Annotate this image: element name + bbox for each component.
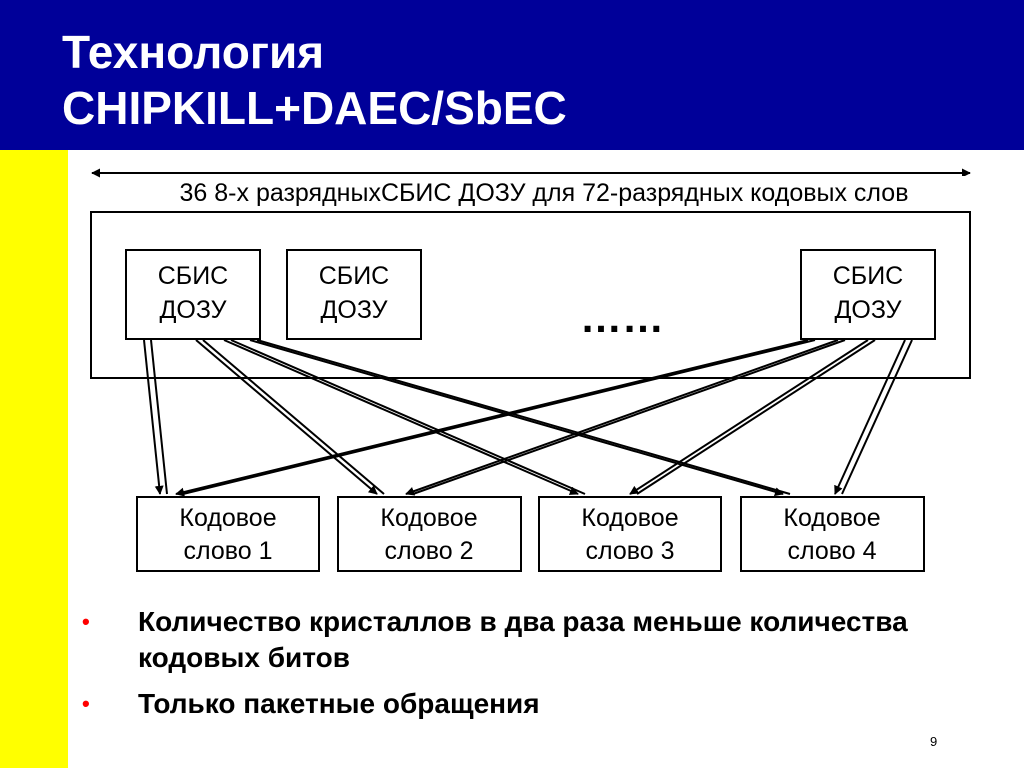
chip-1-line-2: ДОЗУ (159, 296, 226, 324)
title-bar: Технология CHIPKILL+DAEC/SbEC (0, 0, 1024, 150)
arrow-chip3-to-word4 (834, 339, 913, 495)
chip-box-1: СБИС ДОЗУ (125, 249, 261, 340)
arrow-chip1-to-word3 (223, 339, 586, 495)
codeword-1-line-2: слово 1 (183, 537, 272, 565)
arrow-chip1-to-word1 (143, 339, 168, 495)
codeword-box-2: Кодовое слово 2 (337, 496, 522, 572)
chip-box-3: СБИС ДОЗУ (800, 249, 936, 340)
codeword-1-line-1: Кодовое (179, 504, 276, 532)
bullet-list: • Количество кристаллов в два раза меньш… (78, 604, 958, 732)
chipkill-diagram: 36 8-х разрядныхСБИС ДОЗУ для 72-разрядн… (90, 168, 971, 572)
arrow-chip3-to-word1 (175, 339, 816, 497)
bullet-marker-2: • (82, 691, 90, 716)
codeword-4-line-2: слово 4 (787, 537, 876, 565)
slide-title-line-2: CHIPKILL+DAEC/SbEC (62, 82, 567, 134)
chip-1-line-1: СБИС (158, 262, 228, 290)
bullet-item-2: • Только пакетные обращения (78, 686, 958, 722)
left-accent-stripe (0, 150, 68, 768)
codeword-3-line-2: слово 3 (585, 537, 674, 565)
arrow-chip3-to-word3 (629, 339, 876, 495)
memory-module (90, 211, 971, 379)
codeword-4-line-1: Кодовое (783, 504, 880, 532)
bullet-marker-1: • (82, 609, 90, 634)
codeword-2-line-1: Кодовое (380, 504, 477, 532)
bullet-item-1: • Количество кристаллов в два раза меньш… (78, 604, 958, 676)
codeword-box-4: Кодовое слово 4 (740, 496, 925, 572)
slide-number: 9 (930, 734, 938, 749)
slide-title-line-1: Технология (62, 26, 325, 78)
chip-3-line-2: ДОЗУ (834, 296, 901, 324)
codeword-box-1: Кодовое слово 1 (136, 496, 320, 572)
chip-box-2: СБИС ДОЗУ (286, 249, 422, 340)
span-caption-bg (118, 176, 970, 208)
connection-arrows (143, 339, 913, 497)
arrow-chip1-to-word2 (195, 339, 385, 495)
arrow-chip3-to-word2 (405, 339, 846, 496)
span-caption: 36 8-х разрядныхСБИС ДОЗУ для 72-разрядн… (180, 179, 909, 207)
codeword-3-line-1: Кодовое (581, 504, 678, 532)
codeword-box-3: Кодовое слово 3 (538, 496, 722, 572)
bullet-text-2: Только пакетные обращения (138, 688, 540, 719)
slide-title: Технология CHIPKILL+DAEC/SbEC (62, 24, 567, 136)
chip-2-line-1: СБИС (319, 262, 389, 290)
chips-ellipsis: …… (580, 294, 664, 341)
chip-3-line-1: СБИС (833, 262, 903, 290)
bullet-text-1: Количество кристаллов в два раза меньше … (138, 606, 908, 673)
chip-2-line-2: ДОЗУ (320, 296, 387, 324)
arrow-chip1-to-word4 (249, 339, 791, 497)
codeword-2-line-2: слово 2 (384, 537, 473, 565)
